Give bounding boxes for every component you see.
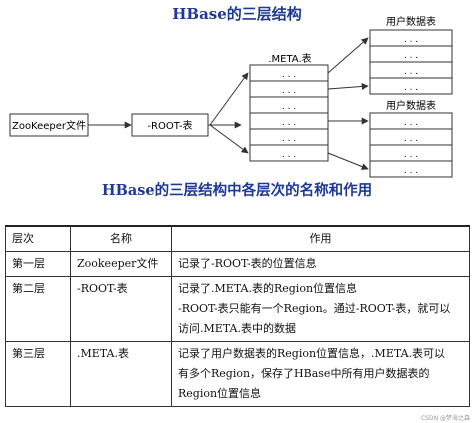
- header-name: 名称: [70, 225, 172, 252]
- hbase-diagram: ZooKeeper文件 -ROOT-表 .META.表 . . . . . . …: [9, 15, 453, 178]
- meta-row-dots: . . .: [282, 70, 296, 80]
- meta-row-dots: . . .: [282, 150, 296, 160]
- user-row-dots: . . .: [404, 150, 418, 160]
- desc-line: -ROOT-表只能有一个Region。通过-ROOT-表，就可以: [178, 302, 451, 315]
- layer-table: 层次 名称 作用 第一层 Zookeeper文件 记录了-ROOT-表的位置信息…: [5, 225, 470, 407]
- table-header-row: 层次 名称 作用: [5, 225, 470, 252]
- cell-level: 第一层: [5, 251, 71, 277]
- user-row-dots: . . .: [404, 35, 418, 45]
- user-table-2: . . . . . . . . . . . .: [369, 112, 453, 178]
- user-row: [369, 77, 453, 95]
- user-row: [369, 160, 453, 178]
- cell-desc: 记录了.META.表的Region位置信息 -ROOT-表只能有一个Region…: [171, 276, 470, 342]
- desc-line: 记录了用户数据表的Region位置信息，.META.表可以: [178, 347, 446, 360]
- desc-line: 记录了-ROOT-表的位置信息: [178, 257, 317, 270]
- user-table-label-2: 用户数据表: [386, 99, 436, 112]
- user-row-dots: . . .: [404, 134, 418, 144]
- watermark: CSDN @梦海之森: [420, 415, 470, 422]
- header-level: 层次: [5, 225, 71, 252]
- desc-line: Region位置信息: [178, 387, 262, 400]
- fan-arrow: [209, 72, 249, 126]
- meta-user-arrow: [327, 152, 369, 170]
- table-row: 第三层 .META.表 记录了用户数据表的Region位置信息，.META.表可…: [5, 341, 470, 407]
- meta-user-arrow: [327, 82, 369, 90]
- table-title: HBase的三层结构中各层次的名称和作用: [101, 182, 373, 199]
- cell-name: -ROOT-表: [70, 276, 172, 342]
- user-table-1: . . . . . . . . . . . .: [369, 29, 453, 95]
- cell-desc: 记录了用户数据表的Region位置信息，.META.表可以 有多个Region，…: [171, 341, 470, 407]
- user-row-dots: . . .: [404, 67, 418, 77]
- zookeeper-label: ZooKeeper文件: [12, 119, 86, 132]
- cell-desc: 记录了-ROOT-表的位置信息: [171, 251, 470, 277]
- header-role: 作用: [171, 225, 470, 252]
- desc-line: 记录了.META.表的Region位置信息: [178, 282, 358, 295]
- cell-level: 第三层: [5, 341, 71, 407]
- user-row-dots: . . .: [404, 51, 418, 61]
- table-row: 第一层 Zookeeper文件 记录了-ROOT-表的位置信息: [5, 251, 470, 277]
- meta-row-dots: . . .: [282, 118, 296, 128]
- desc-line: 有多个Region，保存了HBase中所有用户数据表的: [178, 367, 430, 380]
- meta-row-dots: . . .: [282, 86, 296, 96]
- user-row-dots: . . .: [404, 166, 418, 176]
- root-label: -ROOT-表: [147, 119, 192, 132]
- diagram-title: HBase的三层结构: [172, 5, 302, 23]
- desc-line: 访问.META.表中的数据: [178, 322, 296, 335]
- cell-name: .META.表: [70, 341, 172, 407]
- user-row-dots: . . .: [404, 83, 418, 93]
- meta-label: .META.表: [268, 52, 311, 65]
- meta-user-arrow: [327, 37, 369, 74]
- meta-row-dots: . . .: [282, 134, 296, 144]
- meta-row-dots: . . .: [282, 102, 296, 112]
- meta-table: . . . . . . . . . . . . . . . . . .: [249, 64, 329, 162]
- user-table-label-1: 用户数据表: [386, 15, 436, 28]
- cell-name: Zookeeper文件: [70, 251, 172, 277]
- user-row-dots: . . .: [404, 118, 418, 128]
- table-row: 第二层 -ROOT-表 记录了.META.表的Region位置信息 -ROOT-…: [5, 276, 470, 342]
- fan-arrow: [209, 124, 249, 154]
- cell-level: 第二层: [5, 276, 71, 342]
